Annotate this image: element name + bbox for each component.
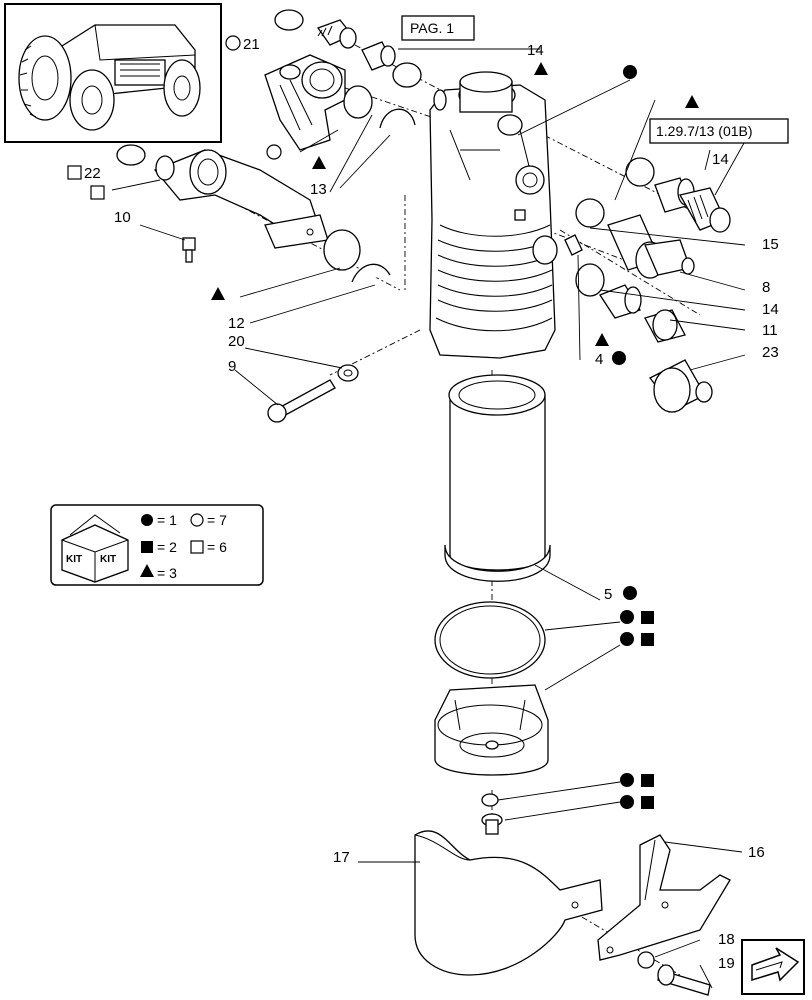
o-ring-15: [575, 198, 605, 228]
callout-17: 17: [333, 849, 350, 866]
bolt-9: [267, 379, 336, 423]
filter-head: [429, 71, 558, 359]
kit-legend: KIT KIT = 1 = 7 = 2 = 6 = 3: [50, 504, 264, 586]
filled-circle-symbol: [623, 65, 637, 79]
callout-14: 14: [527, 42, 544, 59]
next-page-arrow-button[interactable]: [741, 939, 805, 995]
filled-triangle-symbol: [685, 95, 699, 108]
callout-numbers: 21 14 22 10 13 14 15 8 14 11 23 4 12 20 …: [84, 36, 779, 972]
guard-17: [414, 830, 603, 976]
circlip-12: [351, 263, 391, 283]
legend-open-square: = 6: [207, 539, 227, 555]
o-ring-22: [116, 144, 146, 166]
open-square-symbol: [90, 185, 105, 200]
plug-8: [607, 214, 695, 279]
filled-triangle-symbol: [211, 287, 225, 300]
filled-circle-symbol: [612, 351, 626, 365]
callout-21: 21: [243, 36, 260, 53]
elbow-housing: [264, 54, 346, 151]
drain-plug: [481, 813, 503, 835]
o-ring-12: [323, 229, 361, 271]
bolt-10: [182, 237, 196, 263]
top-coupling: [316, 19, 396, 71]
callout-14: 14: [762, 301, 779, 318]
adapter-01b: [679, 187, 731, 233]
filled-circle-symbol: [620, 773, 634, 787]
filled-circle-symbol: [620, 632, 634, 646]
kit-label-left: KIT: [66, 554, 82, 565]
callout-5: 5: [604, 586, 612, 603]
kit-box-icon: KIT KIT: [61, 514, 129, 583]
callout-20: 20: [228, 333, 245, 350]
filter-bowl: [434, 684, 549, 776]
callout-8: 8: [762, 279, 770, 296]
sensor-23: [649, 359, 713, 413]
filled-square-symbol: [641, 774, 654, 787]
tractor-thumbnail: [4, 3, 222, 143]
legend-filled-triangle: = 3: [157, 565, 177, 581]
callout-14: 14: [712, 151, 729, 168]
o-ring-top-2: [343, 85, 373, 119]
page-reference-label: PAG. 1: [410, 20, 454, 36]
callout-19: 19: [718, 955, 735, 972]
open-circle-symbol: [266, 144, 282, 160]
o-ring-top-1: [392, 62, 422, 88]
o-ring-21: [274, 9, 304, 31]
filled-circle-symbol: [620, 795, 634, 809]
callout-4: 4: [595, 351, 603, 368]
legend-open-circle: = 7: [207, 512, 227, 528]
bracket-16: [597, 834, 731, 961]
callout-16: 16: [748, 844, 765, 861]
filled-square-symbol: [641, 633, 654, 646]
clip-4: [564, 234, 583, 256]
callout-18: 18: [718, 931, 735, 948]
seal-ring: [434, 601, 546, 679]
washer-20: [337, 364, 359, 382]
page-reference-box[interactable]: PAG. 1: [401, 15, 475, 41]
plug-14c: [599, 284, 642, 319]
bolt-19: [657, 964, 711, 996]
callout-22: 22: [84, 165, 101, 182]
open-circle-symbol: [225, 35, 241, 51]
leader-lines: [111, 48, 746, 989]
kit-label-right: KIT: [100, 554, 116, 565]
callout-13: 13: [310, 181, 327, 198]
drain-o-ring: [481, 793, 499, 807]
open-square-symbol: [67, 165, 82, 180]
washer-18: [637, 951, 655, 969]
callout-15: 15: [762, 236, 779, 253]
filled-square-symbol: [641, 796, 654, 809]
callout-10: 10: [114, 209, 131, 226]
callout-symbols: [67, 35, 699, 809]
cap-11: [644, 309, 686, 343]
filled-triangle-symbol: [312, 156, 326, 169]
filled-circle-symbol: [623, 586, 637, 600]
drawing-reference-box[interactable]: 1.29.7/13 (01B): [649, 118, 789, 144]
tractor-icon: [18, 24, 201, 131]
next-page-arrow-icon: [751, 947, 800, 982]
callout-9: 9: [228, 358, 236, 375]
circlip-13: [379, 108, 416, 129]
drawing-reference-label: 1.29.7/13 (01B): [656, 123, 753, 139]
filled-triangle-symbol: [595, 333, 609, 346]
legend-filled-square: = 2: [157, 539, 177, 555]
filled-square-symbol: [641, 611, 654, 624]
callout-11: 11: [762, 322, 778, 339]
filled-circle-symbol: [620, 610, 634, 624]
filter-element: [444, 374, 551, 582]
inlet-elbow: [153, 149, 329, 249]
callout-23: 23: [762, 344, 779, 361]
callout-12: 12: [228, 315, 245, 332]
o-ring-14c: [575, 263, 605, 297]
legend-filled-circle: = 1: [157, 512, 177, 528]
filled-triangle-symbol: [534, 62, 548, 75]
